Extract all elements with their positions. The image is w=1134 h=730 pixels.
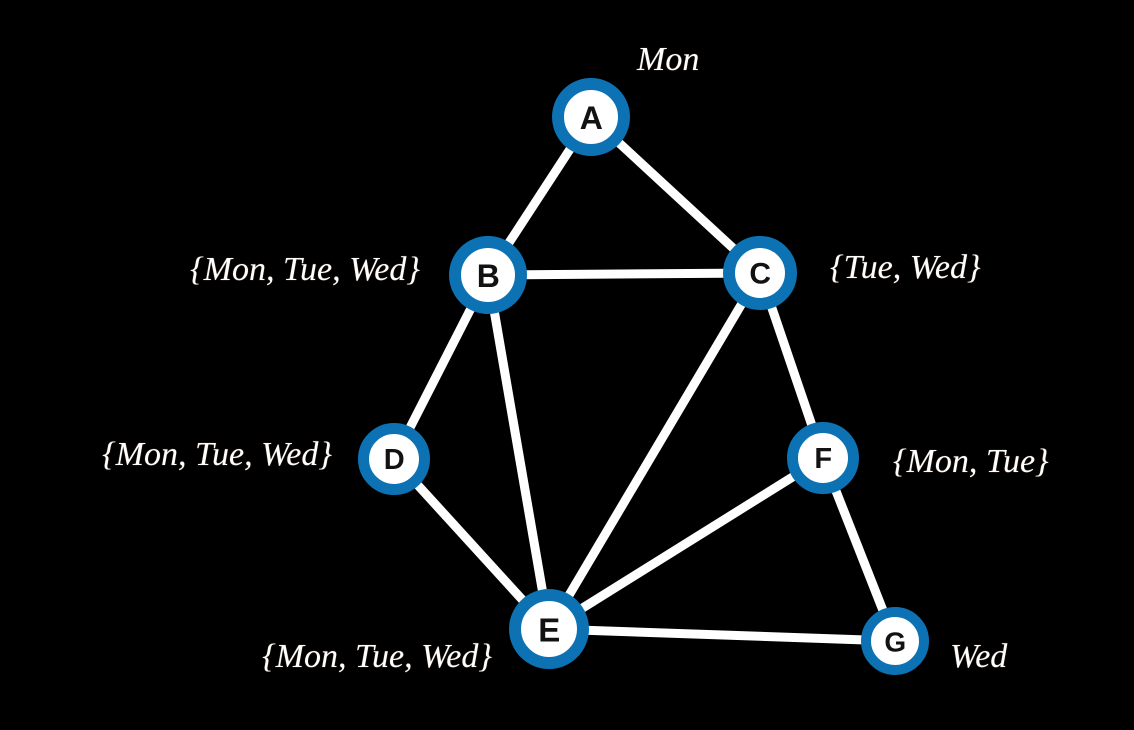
node-letter-f: F	[814, 443, 831, 475]
domain-label-c: {Tue, Wed}	[830, 249, 981, 286]
node-circle-c	[723, 236, 797, 310]
node-f[interactable]: F	[787, 422, 859, 494]
domain-label-f: {Mon, Tue}	[893, 443, 1049, 480]
node-letter-c: C	[749, 258, 770, 291]
node-letter-d: D	[384, 444, 404, 476]
node-circle-d	[358, 423, 430, 495]
domain-label-d: {Mon, Tue, Wed}	[102, 436, 332, 473]
domain-label-a: Mon	[637, 41, 700, 78]
domain-label-e: {Mon, Tue, Wed}	[262, 638, 492, 675]
node-letter-b: B	[477, 258, 500, 294]
node-circle-b	[449, 236, 527, 314]
node-letter-a: A	[580, 100, 603, 136]
domain-label-b: {Mon, Tue, Wed}	[190, 251, 420, 288]
node-circle-g	[861, 607, 929, 675]
node-c[interactable]: C	[723, 236, 797, 310]
node-letter-g: G	[884, 627, 905, 658]
edge-e-g	[544, 624, 900, 646]
node-b[interactable]: B	[449, 236, 527, 314]
edge-layer	[389, 112, 900, 646]
edge-b-c	[483, 268, 765, 280]
node-a[interactable]: A	[552, 78, 630, 156]
node-d[interactable]: D	[358, 423, 430, 495]
node-circle-f	[787, 422, 859, 494]
node-circle-e	[509, 589, 589, 669]
node-g[interactable]: G	[861, 607, 929, 675]
node-layer: A B C D E F G	[358, 78, 929, 675]
node-letter-e: E	[538, 612, 560, 649]
node-e[interactable]: E	[509, 589, 589, 669]
node-circle-a	[552, 78, 630, 156]
edge-c-e	[544, 268, 765, 634]
edge-e-f	[544, 453, 828, 634]
domain-label-g: Wed	[950, 638, 1008, 675]
edge-b-e	[483, 270, 554, 634]
